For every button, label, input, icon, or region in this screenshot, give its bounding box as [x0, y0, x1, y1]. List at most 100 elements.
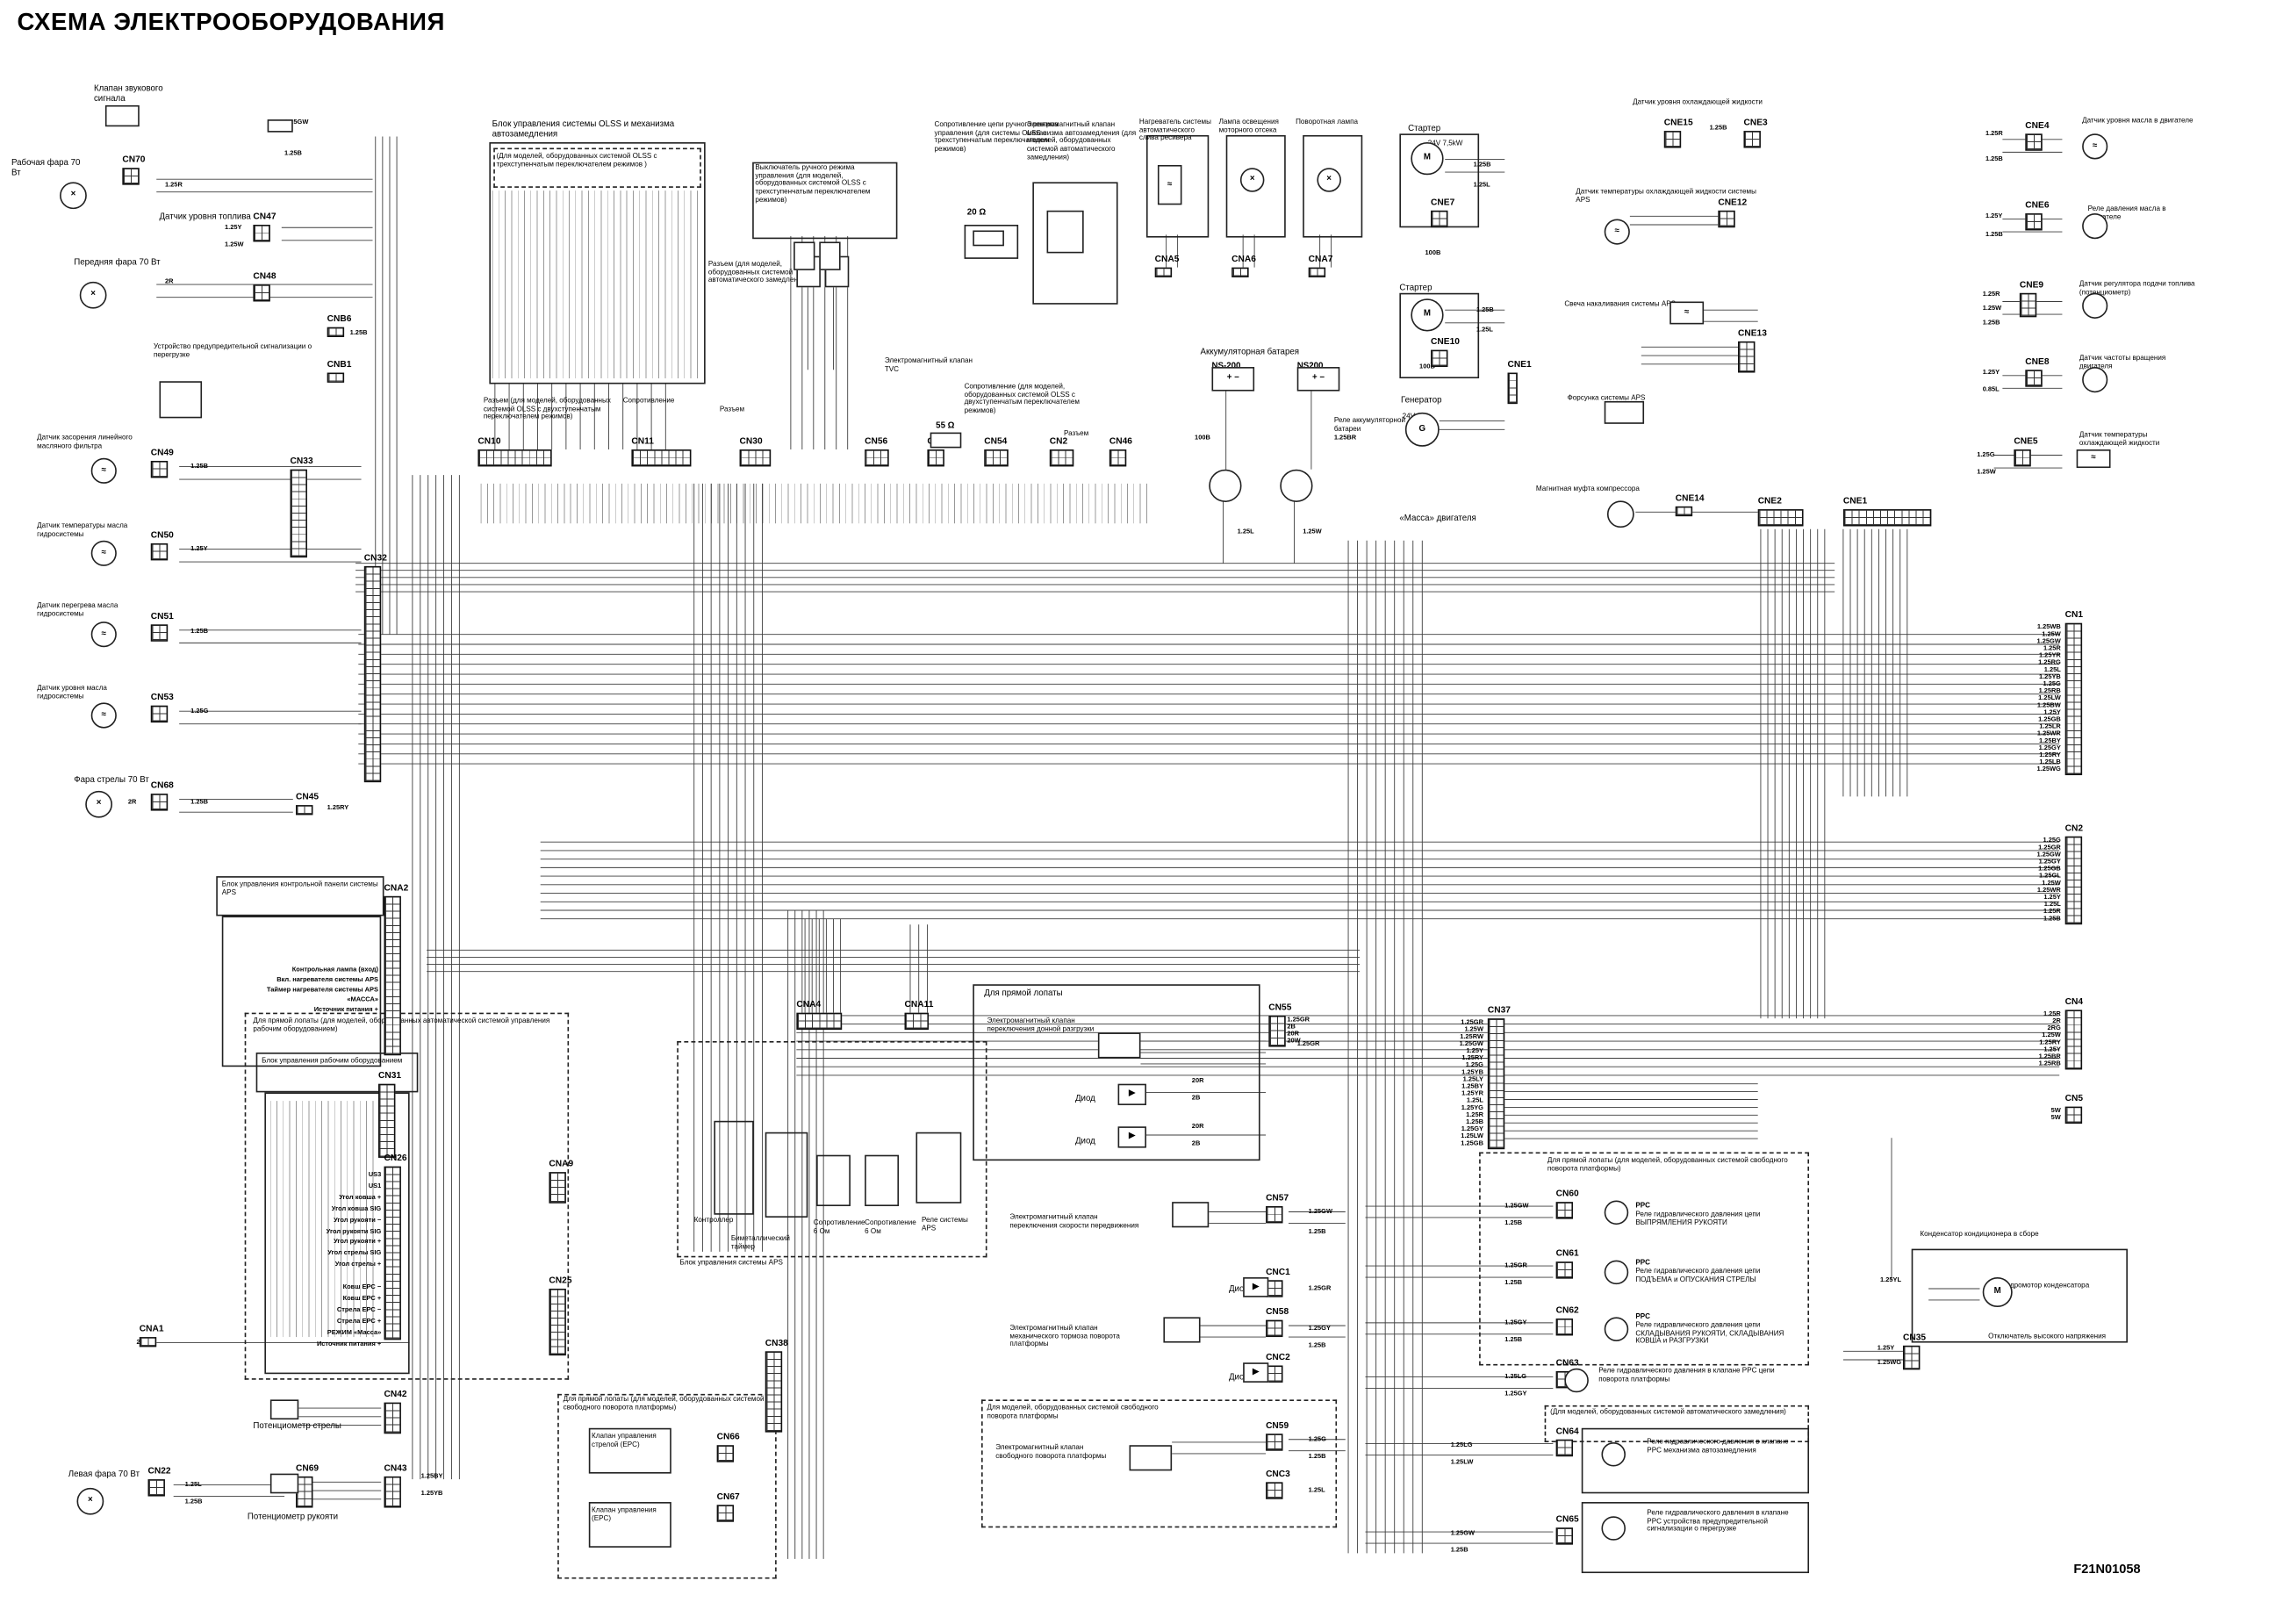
note-label: Реле гидравлического давления в клапане …: [1598, 1367, 1775, 1384]
wire-label: 1.25GR: [1461, 1018, 1483, 1026]
note-label: Датчик температуры охлаждающей жидкости …: [1576, 187, 1756, 205]
aps-coolant-temp-sensor-icon: ≈: [1604, 219, 1630, 245]
connector-CNC1: [1266, 1280, 1283, 1297]
diagram-box: [1544, 1405, 1810, 1442]
wire-label: 1.25B: [1308, 1340, 1326, 1349]
note-label: Для прямой лопаты: [984, 989, 1063, 999]
note-label: Датчик уровня масла в двигателе: [2082, 116, 2194, 126]
wire-label: 1.25R: [2043, 907, 2061, 915]
connector-id: CN69: [296, 1463, 320, 1474]
diagram-box: [1911, 1248, 2128, 1343]
connector-id: CN58: [1266, 1307, 1289, 1318]
connector-id: CN48: [253, 271, 276, 282]
diagram-box: [816, 1154, 851, 1207]
wire-label: 1.25GR: [1287, 1015, 1310, 1023]
note-label: Диод: [1074, 1095, 1095, 1104]
wire-label: 1.25GY: [1461, 1125, 1483, 1132]
fine-print-block: [269, 1101, 376, 1338]
diagram-box: [557, 1393, 777, 1579]
connector-CNA1: [139, 1337, 157, 1347]
wire-label: 2R: [127, 797, 137, 806]
wire-label: 1.25WR: [2036, 886, 2061, 894]
connector-CN33: [290, 469, 307, 558]
wire-label: 1.25R: [1982, 290, 2000, 298]
wire-label: 1.25BR: [2038, 1053, 2061, 1060]
connector-id: CN2: [1049, 436, 1068, 447]
connector-id: CNC3: [1266, 1469, 1290, 1480]
wire-label: 1.25RY: [2039, 751, 2061, 758]
pin-label: Угол ковша SIG: [331, 1204, 382, 1211]
wire-label: 1.25L: [184, 1480, 202, 1488]
diagram-box: [1303, 134, 1363, 238]
connector-id: CN67: [716, 1491, 740, 1503]
note-label: Потенциометр рукояти: [247, 1513, 339, 1522]
wire-label: 1.25BR: [1333, 434, 1357, 442]
note-label: 55 Ω: [936, 422, 955, 431]
fine-print-block: [480, 483, 1150, 524]
wire-label: 5W: [2050, 1106, 2061, 1114]
connector-id: CNA6: [1231, 255, 1256, 265]
wire-label: 1.25B: [1450, 1546, 1468, 1554]
connector-CN38: [765, 1351, 783, 1433]
connector-icon: [793, 241, 815, 270]
note-label: Устройство предупредительной сигнализаци…: [153, 342, 312, 360]
aps-injector-icon: [1604, 400, 1645, 424]
wire-label: 2R: [2052, 1017, 2061, 1024]
connector-CNE13: [1738, 341, 1756, 373]
connector-id: CNE5: [2014, 436, 2038, 447]
pressure-switch-icon: [1564, 1368, 1589, 1393]
wire-label: 1.25LG: [1450, 1441, 1473, 1448]
note-label: (Для моделей, оборудованных системой OLS…: [496, 152, 657, 169]
connector-icon: [819, 241, 841, 270]
heater-icon: ≈: [1157, 164, 1182, 205]
generator-icon: G: [1404, 412, 1440, 447]
travel-speed-solenoid-icon: [1172, 1202, 1210, 1228]
connector-id: CN22: [147, 1466, 171, 1477]
connector-id: CNC2: [1266, 1352, 1290, 1363]
wire-label: 2B: [1191, 1139, 1201, 1146]
front-lamp-icon: ×: [79, 281, 107, 309]
connector-CN59: [1266, 1434, 1283, 1451]
diagram-box: [489, 142, 706, 384]
connector-id: CN1: [2064, 610, 2084, 621]
connector-CN54: [984, 449, 1009, 467]
diagram-box: [1225, 134, 1286, 238]
connector-id: CNA2: [384, 883, 409, 894]
note-label: Датчик температуры масла гидросистемы: [37, 521, 128, 539]
wire-label: 1.25B: [184, 1498, 203, 1505]
note-label: Электромагнитный клапан механического то…: [1009, 1324, 1120, 1349]
wire-label: 1.25W: [225, 240, 244, 248]
pin-label: РЕЖИМ «Масса»: [327, 1327, 382, 1335]
wire-label: 2R: [164, 277, 174, 285]
connector-CN5: [2064, 1106, 2083, 1125]
connector-id: CN64: [1555, 1426, 1579, 1437]
note-label: Датчик уровня топлива: [159, 213, 251, 222]
swing-brake-solenoid-icon: [1163, 1317, 1201, 1343]
wire-label: 1.25LB: [2039, 758, 2061, 765]
connector-id: CN49: [150, 448, 174, 458]
connector-CN49: [150, 460, 169, 478]
connector-CNC2: [1266, 1365, 1283, 1383]
boom-potentiometer-icon: [269, 1399, 299, 1420]
wire-label: 1.25W: [1303, 528, 1322, 535]
wire-label: 1.25YG: [1461, 1103, 1483, 1111]
connector-id: CN59: [1266, 1420, 1289, 1432]
connector-CN26: [384, 1166, 401, 1340]
diode-icon: ▶: [1243, 1362, 1269, 1383]
note-label: Сопротивление 6 Ом: [865, 1218, 916, 1236]
note-label: Форсунка системы APS: [1567, 393, 1646, 403]
connector-CNA9: [549, 1172, 566, 1204]
diagram-box: [981, 1399, 1338, 1528]
wire-label: 1.25GW: [2036, 636, 2061, 644]
connector-CN31: [377, 1083, 396, 1158]
note-label: Сопротивление: [622, 397, 675, 406]
wire-label: 1.25GR: [1308, 1284, 1332, 1292]
note-label: Электромагнитный клапан переключения дон…: [987, 1017, 1095, 1034]
wire-label: 1.25BW: [2036, 701, 2061, 708]
connector-id: CNE15: [1663, 118, 1693, 128]
note-label: Блок управления контрольной панели систе…: [221, 880, 378, 897]
wire-label: 1.25LW: [2038, 693, 2061, 701]
wire-label: 1.25RW: [1460, 1032, 1483, 1040]
note-label: Блок управления системы APS: [679, 1258, 783, 1268]
connector-CN25: [549, 1288, 566, 1356]
